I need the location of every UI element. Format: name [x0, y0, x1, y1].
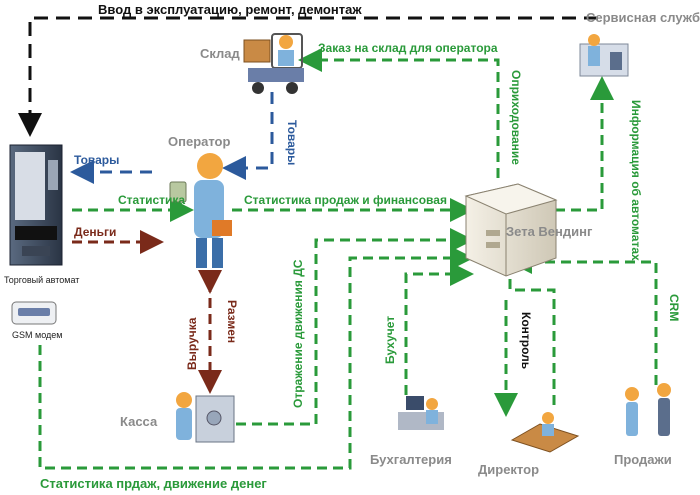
gsm-modem-label: GSM модем [12, 330, 62, 340]
revenue-label: Выручка [185, 317, 199, 370]
control-line [508, 270, 556, 405]
money-label: Деньги [74, 225, 116, 239]
change-label: Размен [225, 300, 239, 343]
server-icon[interactable] [464, 183, 558, 277]
service-info-line [555, 76, 614, 212]
gsm-modem-icon[interactable] [11, 301, 57, 325]
control-label: Контроль [519, 312, 533, 369]
bookkeeping-label: Бухучет [383, 316, 397, 364]
goods-to-vm-label: Товары [74, 153, 119, 167]
warehouse-icon[interactable] [243, 33, 304, 94]
director-label: Директор [478, 462, 539, 477]
vending-machine-label: Торговый автомат [4, 275, 79, 285]
operator-label: Оператор [168, 134, 231, 149]
accounting-label: Бухгалтерия [370, 452, 452, 467]
bottom-loop-line [38, 246, 474, 470]
service-icon[interactable] [579, 34, 629, 77]
cashier-label: Касса [120, 414, 158, 429]
accounting-icon[interactable] [398, 396, 444, 430]
top-loop-line [18, 16, 598, 137]
service-info-label: Информация об автоматах [629, 100, 643, 261]
goods-vertical-line [222, 92, 274, 180]
warehouse-label: Склад [200, 46, 241, 61]
order-line [298, 48, 500, 178]
order-warehouse-label: Заказ на склад для оператора [318, 41, 498, 55]
cashier-icon[interactable] [176, 392, 235, 443]
crm-line [508, 250, 658, 385]
goods-vertical-label: Товары [285, 120, 299, 165]
top-label: Ввод в эксплуатацию, ремонт, демонтаж [98, 2, 362, 17]
server-label: Зета Вендинг [506, 224, 593, 239]
sales-finance-label: Статистика продаж и финансовая [244, 193, 447, 207]
statistics-label: Статистика [118, 193, 185, 207]
crm-label: CRM [667, 294, 681, 321]
vending-machine-icon[interactable] [9, 144, 63, 266]
bottom-label: Статистика прдаж, движение денег [40, 476, 267, 491]
cash-flow-reflect-label: Отражение движения ДС [291, 259, 305, 408]
receiving-label: Оприходование [509, 70, 523, 165]
operator-icon[interactable] [169, 153, 232, 268]
sales-icon[interactable] [625, 383, 671, 436]
director-icon[interactable] [510, 412, 580, 453]
sales-label: Продажи [614, 452, 672, 467]
bookkeeping-line [404, 262, 474, 395]
service-label: Сервисная служба [586, 10, 700, 25]
cash-flow-line [236, 228, 474, 426]
